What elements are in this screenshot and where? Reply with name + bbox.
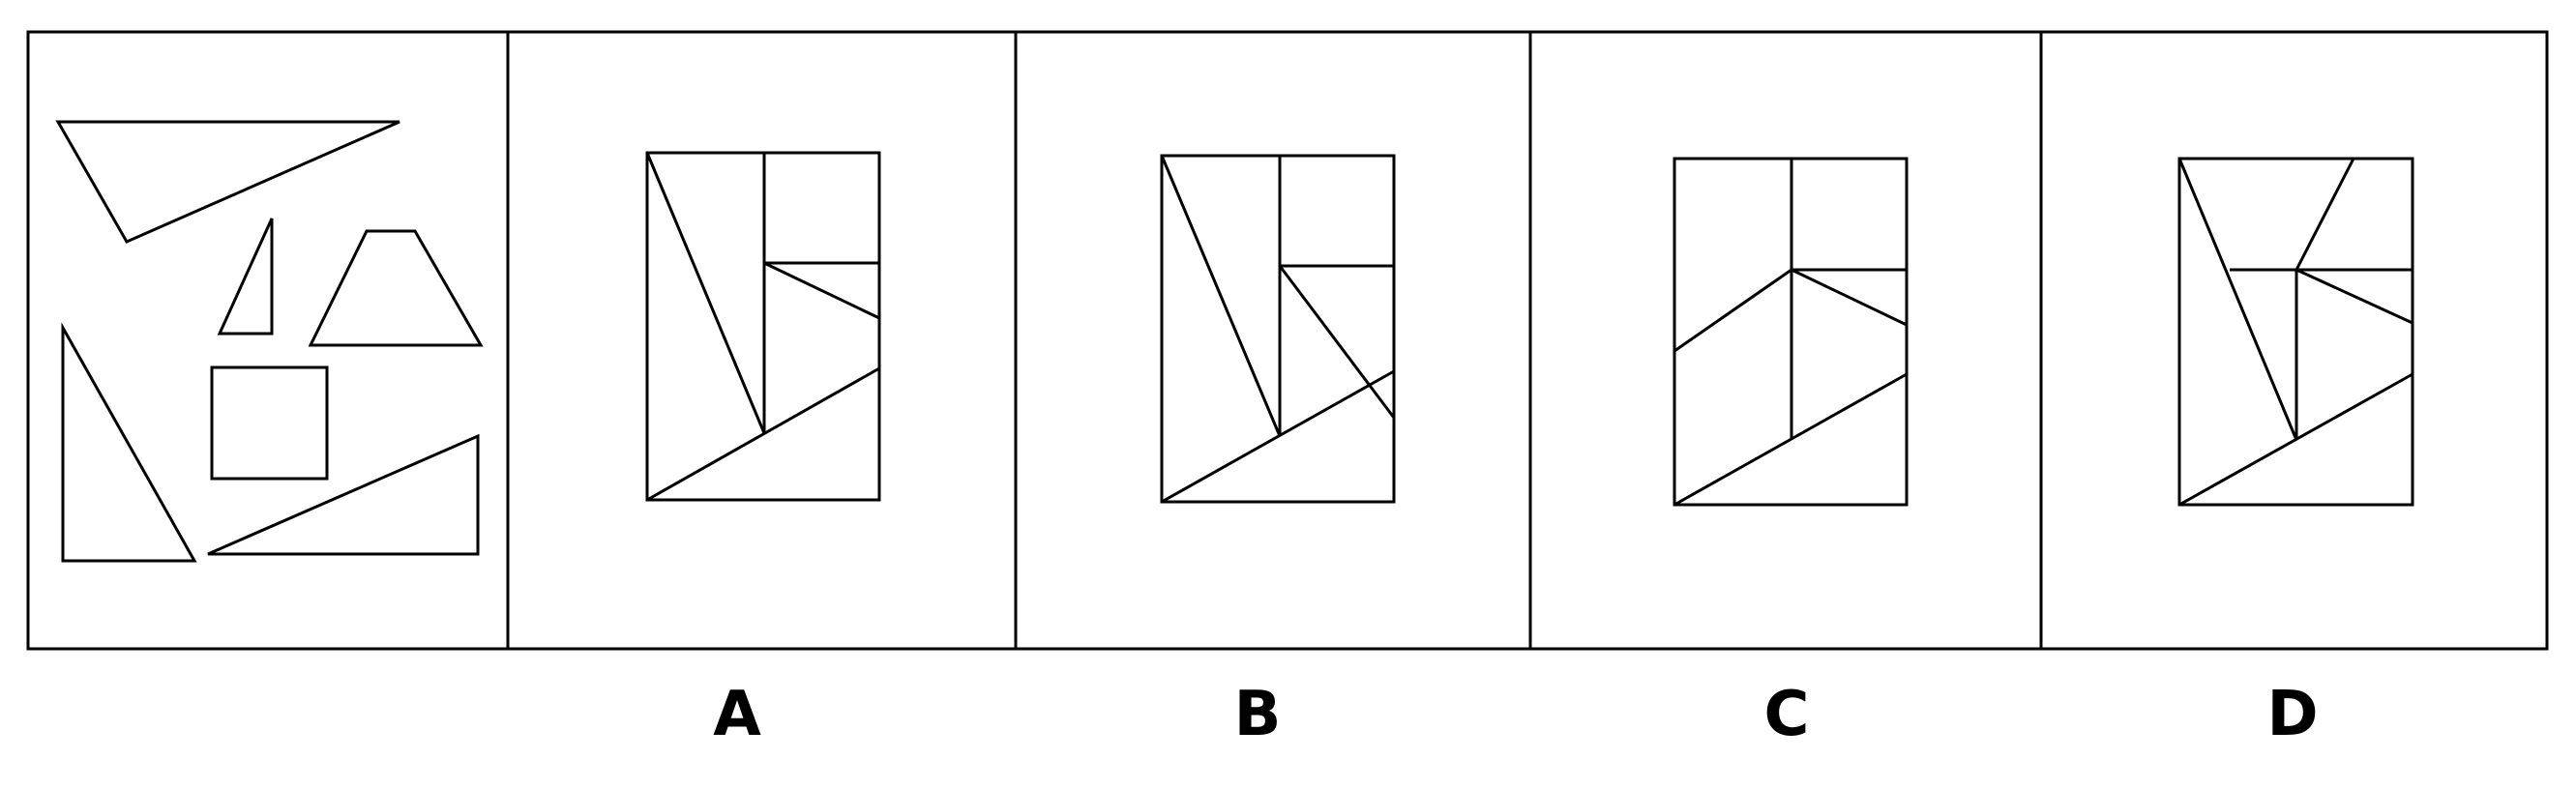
option-a-figure [645, 151, 881, 502]
option-d-label: D [2266, 679, 2318, 750]
piece-wide-right-triangle [207, 433, 480, 556]
option-d-figure [2177, 157, 2414, 507]
option-d-line [2295, 268, 2413, 325]
outer-border [26, 30, 2549, 651]
piece-tall-right-triangle [61, 322, 197, 563]
option-d-line [2178, 372, 2413, 507]
piece-square [210, 365, 329, 481]
option-a-label: A [713, 679, 761, 750]
option-a-line [645, 152, 766, 434]
option-b-line [1278, 265, 1396, 419]
option-b-label: B [1234, 679, 1282, 750]
option-b-line [1161, 369, 1395, 504]
option-b-figure [1160, 154, 1396, 504]
piece-trapezoid [308, 229, 484, 347]
option-c-line [1673, 268, 1792, 353]
option-c-line [1791, 268, 1908, 327]
option-d-rectangle [2177, 157, 2414, 507]
option-b-rectangle [1160, 154, 1396, 504]
panel-frame [26, 30, 2549, 651]
option-d-line [2295, 158, 2355, 271]
question-panel [55, 120, 484, 563]
option-c-line [1673, 372, 1908, 507]
piece-long-obtuse-triangle [55, 120, 400, 244]
option-b-line [1160, 155, 1282, 437]
option-d-line [2177, 158, 2298, 441]
option-c-figure [1673, 157, 1909, 507]
option-a-line [646, 366, 880, 502]
piece-small-right-triangle [217, 218, 274, 336]
option-c-label: C [1764, 679, 1810, 750]
option-a-line [763, 261, 880, 320]
